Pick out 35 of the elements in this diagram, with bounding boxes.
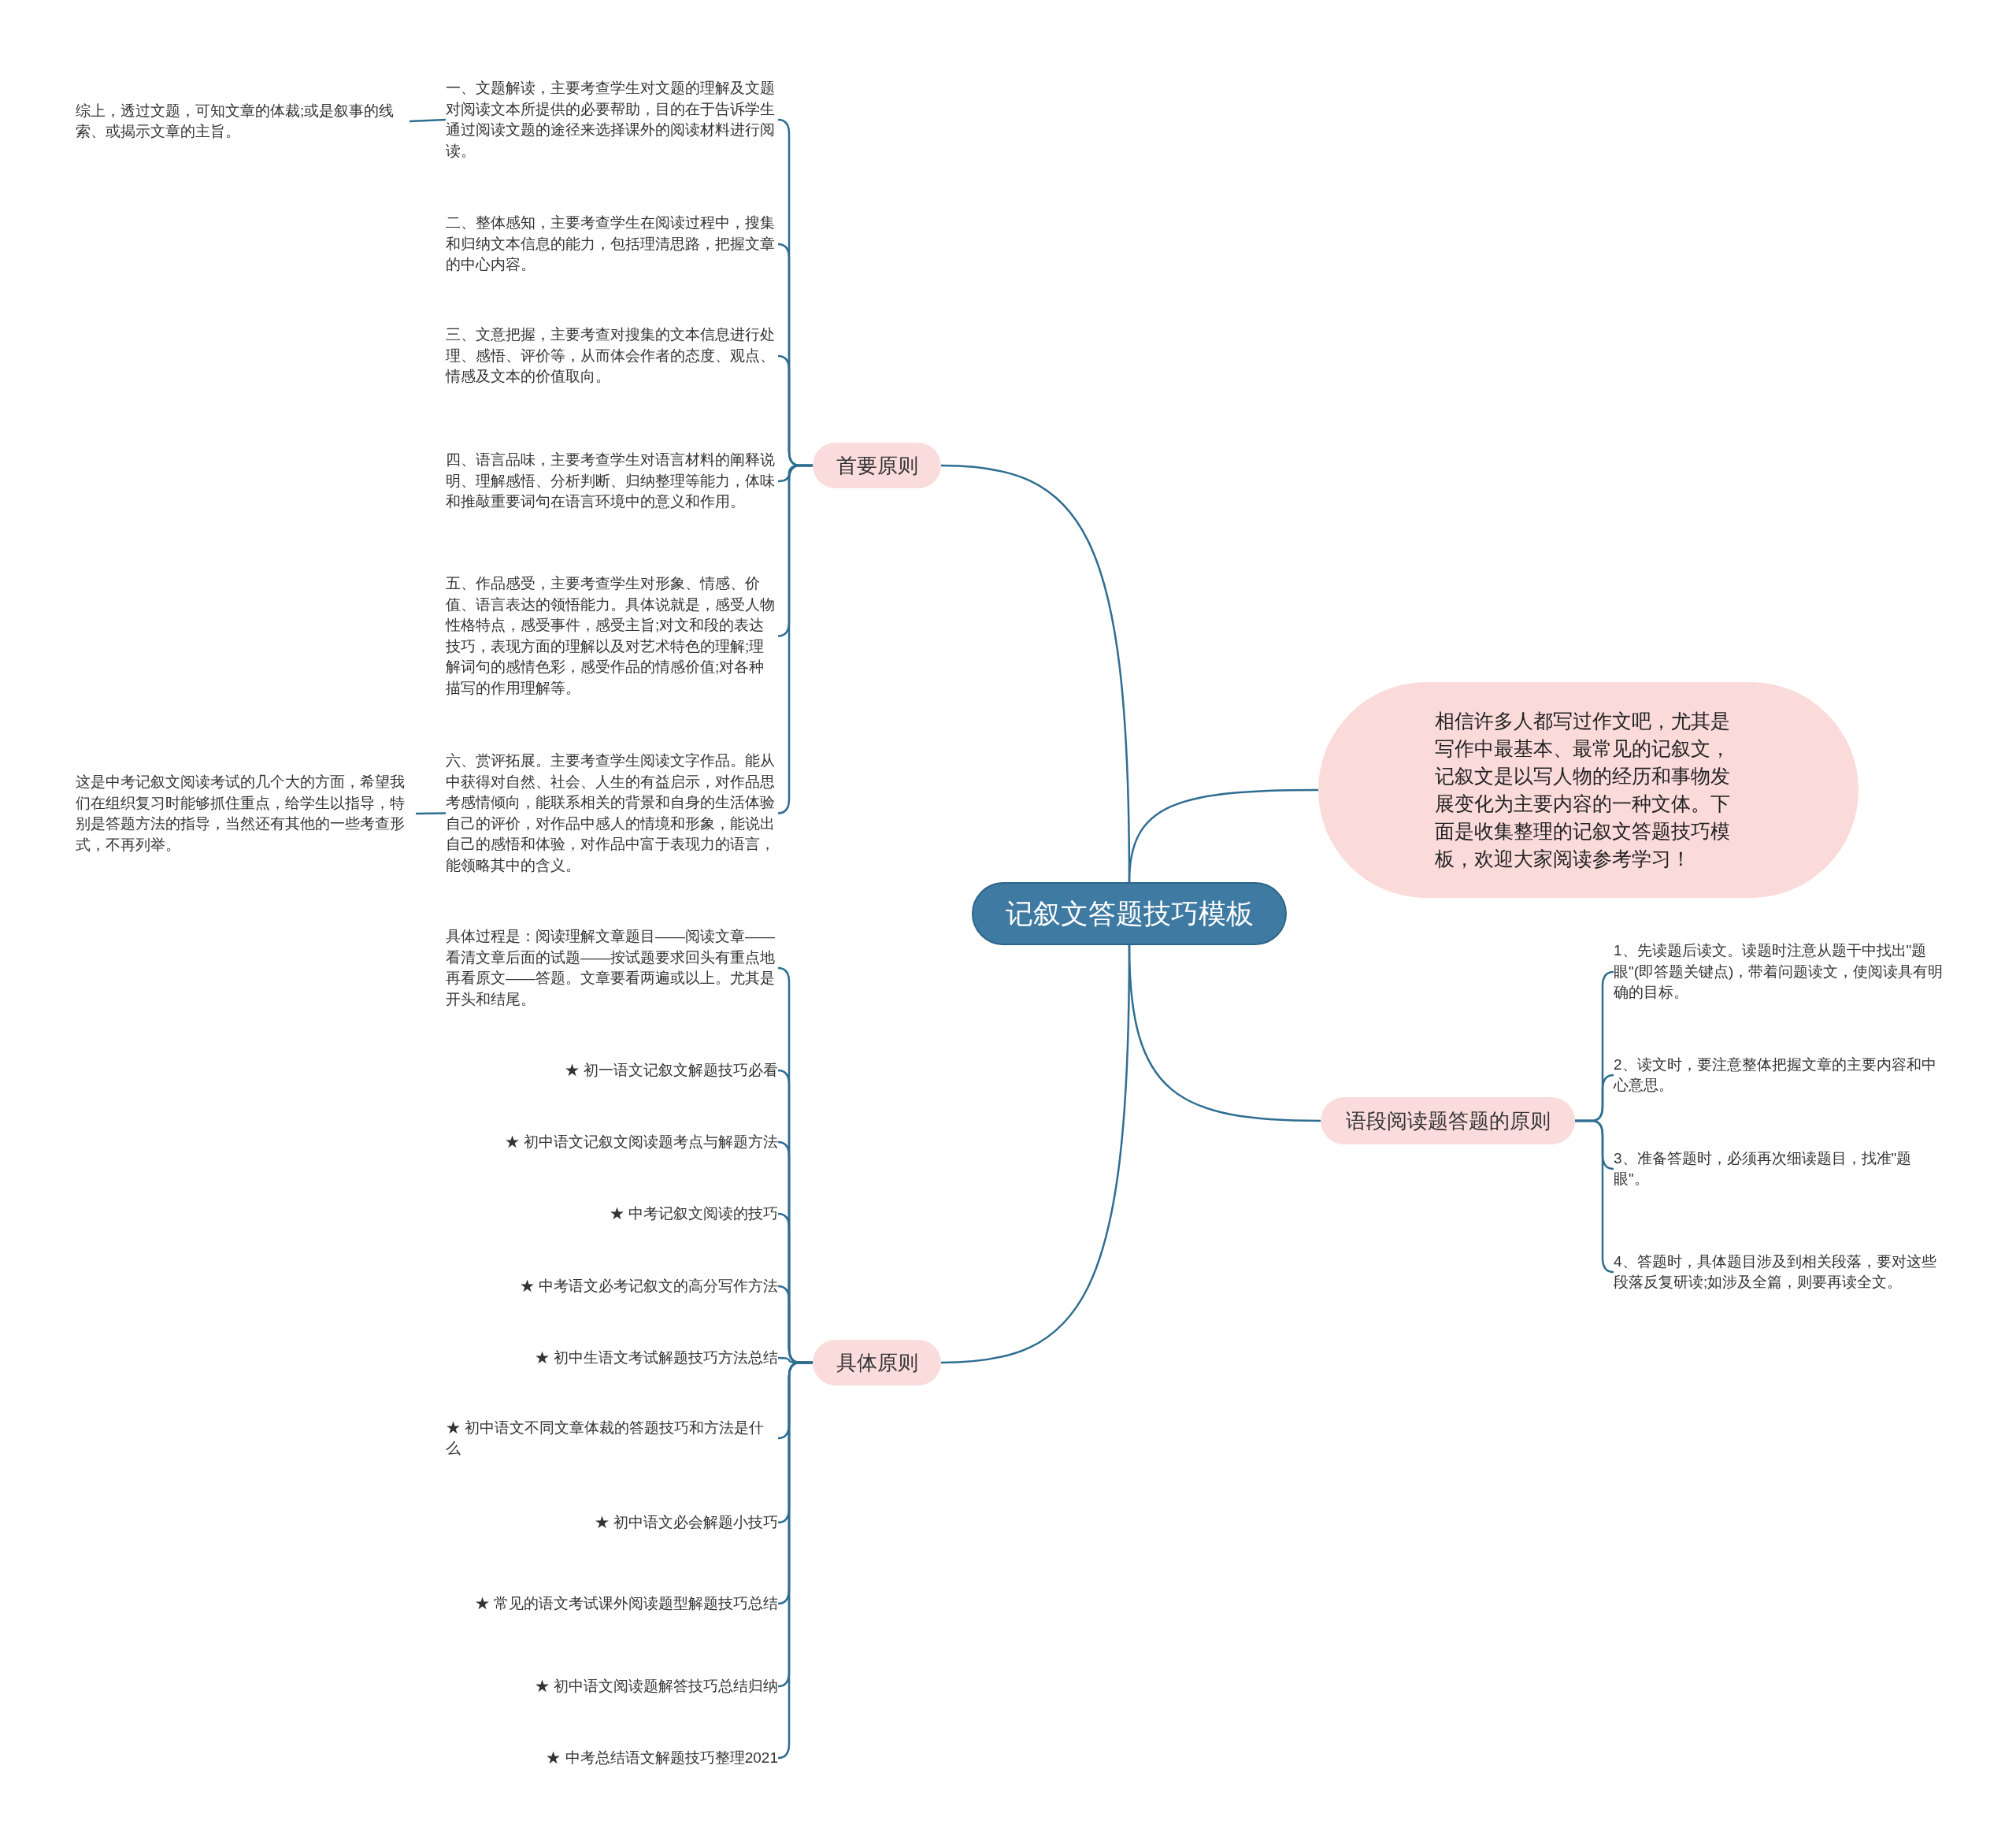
- link-item-text: ★ 常见的语文考试课外阅读题型解题技巧总结: [474, 1593, 778, 1613]
- leaf-text: 综上，透过文题，可知文章的体裁;或是叙事的线索、或揭示文章的主旨。: [76, 101, 395, 141]
- leaf-text: 具体过程是：阅读理解文章题目——阅读文章——看清文章后面的试题——按试题要求回头有重点地再看原文——答题。文章要看两遍或以上。尤其是开头和结尾。: [446, 927, 776, 1009]
- connector-line: [1128, 788, 1318, 883]
- leaf-text: 二、整体感知，主要考查学生在阅读过程中，搜集和归纳文本信息的能力，包括理清思路，把握文章的中心内容。: [446, 213, 776, 275]
- connector-line: [777, 464, 813, 814]
- branch-topic-label: 语段阅读题答题的原则: [1345, 1107, 1551, 1134]
- leaf-text: 4、答题时，具体题目涉及到相关段落，要对这些段落反复研读;如涉及全篇，则要再读全文。: [1614, 1252, 1937, 1292]
- leaf-text: 这是中考记叙文阅读考试的几个大的方面，希望我们在组织复习时能够抓住重点，给学生以指导，特别是答题方法的指导，当然还有其他的一些考查形式，不再列举。: [76, 773, 406, 855]
- root-topic-label: 记叙文答题技巧模板: [1005, 896, 1254, 930]
- connector-line: [416, 812, 446, 815]
- link-item-text: ★ 初一语文记叙文解题技巧必看: [564, 1060, 778, 1080]
- branch-topic-label: 具体原则: [836, 1349, 918, 1376]
- leaf-text: 三、文意把握，主要考查对搜集的文本信息进行处理、感悟、评价等，从而体会作者的态度、观点、情感及文本的价值取向。: [446, 325, 776, 387]
- connector-line: [409, 118, 447, 123]
- leaf-text: 六、赏评拓展。主要考查学生阅读文字作品。能从中获得对自然、社会、人生的有益启示，对作品思考感情倾向，能联系相关的背景和自身的生活体验自己的评价，对作品中感人的情境和形象，能说出自己的感悟和体验，对作品中富于表现力的语言，能领略其中的含义。: [446, 751, 776, 875]
- leaf-text: 四、语言品味，主要考查学生对语言材料的阐释说明、理解感悟、分析判断、归纳整理等能力，体味和推敲重要词句在语言环境中的意义和作用。: [446, 451, 776, 512]
- leaf-text: 一、文题解读，主要考查学生对文题的理解及文题对阅读文本所提供的必要帮助，目的在于告诉学生通过阅读文题的途径来选择课外的阅读材料进行阅读。: [446, 79, 776, 161]
- link-item-text: ★ 中考总结语文解题技巧整理2021: [546, 1748, 778, 1767]
- branch-topic-pill: [1321, 1097, 1575, 1144]
- link-item-text: ★ 初中语文必会解题小技巧: [594, 1512, 778, 1532]
- link-item-text: ★ 初中语文阅读题解答技巧总结归纳: [534, 1676, 778, 1696]
- link-item-text: ★ 初中语文记叙文阅读题考点与解题方法: [504, 1132, 778, 1152]
- leaf-text: 五、作品感受，主要考查学生对形象、情感、价值、语言表达的领悟能力。具体说就是，感受人物性格特点，感受事件，感受主旨;对文和段的表达技巧，表现方面的理解以及对艺术特色的理解;理解词句的感情色彩，感受作品的情感价值;对各种描写的作用理解等。: [446, 574, 776, 698]
- branch-topic-label: 首要原则: [836, 452, 918, 479]
- link-item-text: ★ 中考记叙文阅读的技巧: [609, 1204, 778, 1223]
- leaf-text: 3、准备答题时，必须再次细读题目，找准"题眼"。: [1614, 1148, 1913, 1189]
- connector-line: [1575, 1119, 1614, 1274]
- leaf-text: 1、先读题后读文。读题时注意从题干中找出"题眼"(即答题关键点)，带着问题读文，使阅读具有明确的目标。: [1614, 941, 1944, 1003]
- link-item-text: ★ 初中语文不同文章体裁的答题技巧和方法是什么: [446, 1418, 765, 1458]
- link-item-text: ★ 中考语文必考记叙文的高分写作方法: [519, 1276, 778, 1296]
- connector-line: [940, 945, 1131, 1364]
- leaf-text: 2、读文时，要注意整体把握文章的主要内容和中心意思。: [1614, 1055, 1937, 1095]
- intro-text: 相信许多人都写过作文吧，尤其是写作中最基本、最常见的记叙文，记叙文是以写人物的经历和事物发展变化为主要内容的一种文体。下面是收集整理的记叙文答题技巧模板，欢迎大家阅读参考学习！: [1435, 709, 1731, 871]
- link-item-text: ★ 初中生语文考试解题技巧方法总结: [534, 1348, 778, 1367]
